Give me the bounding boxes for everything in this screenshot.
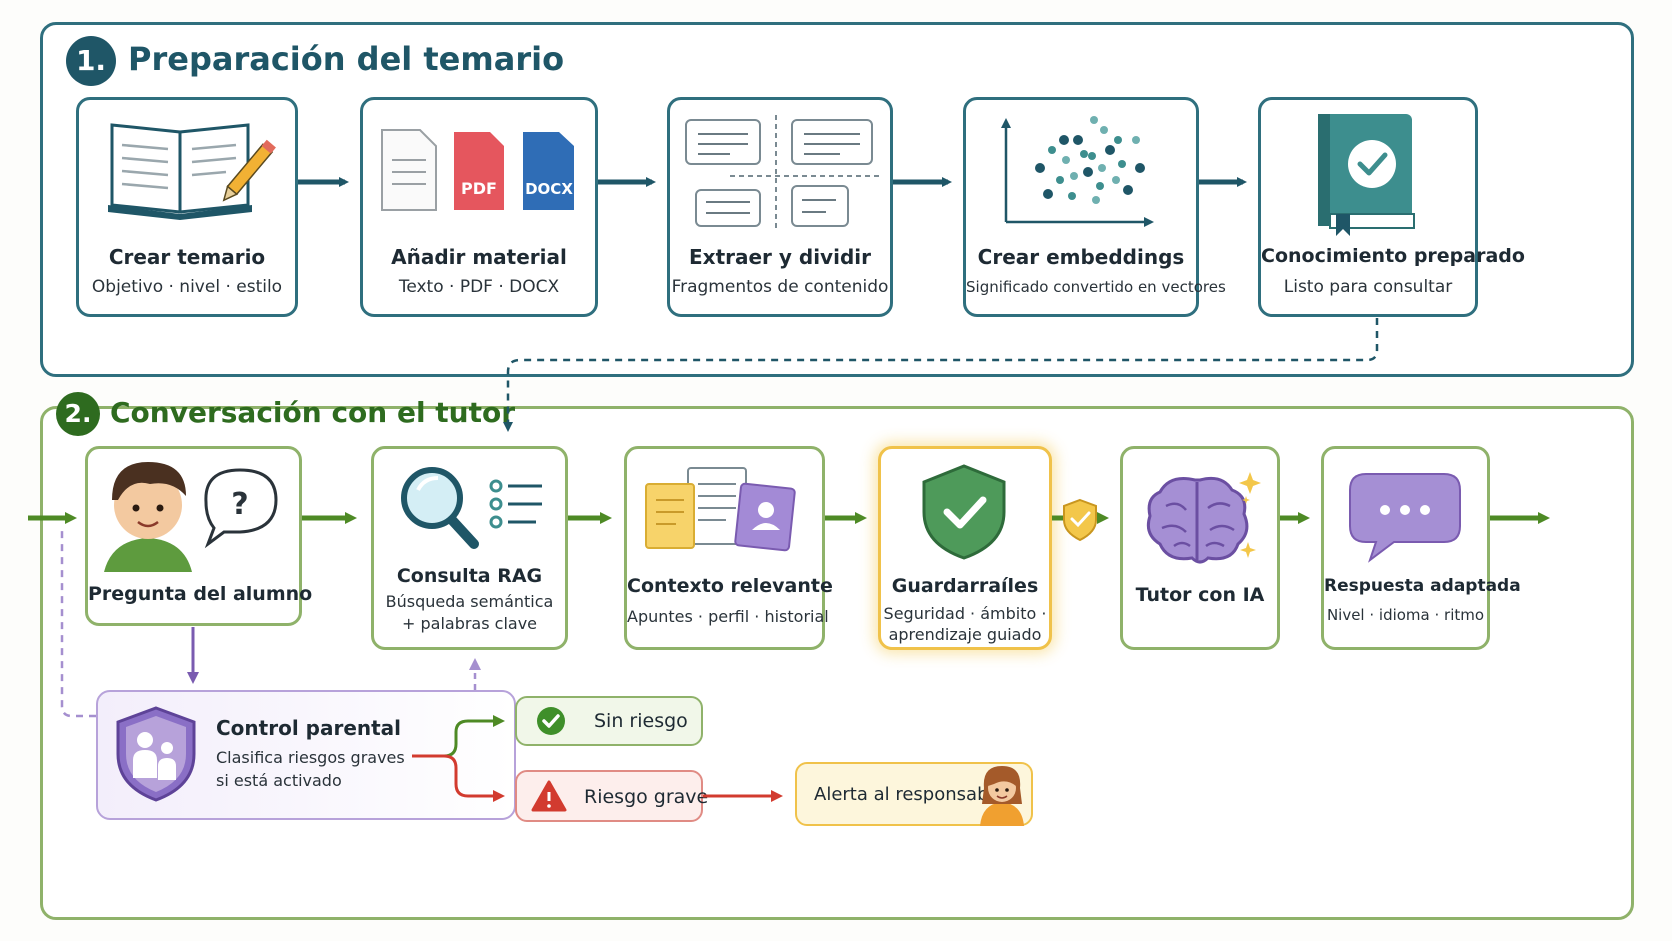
step-guardarrailes: Guardarraíles Seguridad · ámbito · apren…	[878, 446, 1052, 650]
scatter-dot	[1088, 152, 1096, 160]
step-title: Extraer y dividir	[689, 245, 871, 269]
scatter-dot	[1056, 176, 1064, 184]
docx-badge-text: DOCX	[525, 180, 573, 198]
mini-shield-icon	[1063, 498, 1097, 542]
step-title: Contexto relevante	[627, 575, 833, 597]
responsible-person-icon	[980, 766, 1024, 826]
shield-check-icon	[922, 464, 1006, 560]
scatter-dot	[1098, 164, 1106, 172]
outcome-label: Riesgo grave	[584, 786, 709, 808]
scatter-dot	[1118, 160, 1126, 168]
dashed-parental-loop	[60, 526, 96, 718]
scatter-dot	[1035, 163, 1045, 173]
section2-number-badge: 2.	[56, 392, 100, 436]
warning-triangle-icon	[531, 780, 567, 812]
scatter-dot	[1062, 156, 1070, 164]
scatter-dot	[1070, 172, 1078, 180]
magnifier-list-icon	[401, 467, 542, 549]
context-documents-icon	[645, 467, 796, 552]
scatter-dot	[1059, 135, 1069, 145]
scatter-dot	[1090, 116, 1098, 124]
open-book-pencil-icon	[108, 123, 276, 220]
text-fragments-icon	[685, 115, 880, 232]
check-circle-icon	[537, 707, 565, 735]
scatter-dot	[1043, 189, 1053, 199]
step-title: Tutor con IA	[1135, 584, 1265, 606]
section2-title: Conversación con el tutor	[110, 396, 516, 429]
step-subtitle: Fragmentos de contenido	[671, 277, 889, 297]
step-crear-embeddings: Crear embeddings Significado convertido …	[963, 97, 1226, 317]
scatter-dot	[1073, 135, 1083, 145]
scatter-dot	[1105, 145, 1115, 155]
step-title: Guardarraíles	[891, 575, 1039, 597]
outcome-label: Sin riesgo	[594, 710, 688, 732]
section1-title: Preparación del temario	[128, 40, 565, 78]
step-subtitle: Apuntes · perfil · historial	[627, 607, 829, 626]
vector-scatter-icon	[1001, 116, 1154, 227]
step-subtitle: Listo para consultar	[1283, 277, 1453, 297]
branch-to-sin-riesgo	[412, 715, 505, 758]
scatter-dot	[1132, 136, 1140, 144]
chat-bubble-icon	[1349, 473, 1461, 563]
scatter-dot	[1092, 196, 1100, 204]
step-title: Respuesta adaptada	[1324, 576, 1521, 596]
book-check-icon	[1318, 114, 1415, 236]
svg-text:?: ?	[231, 487, 248, 522]
step-subtitle: Texto · PDF · DOCX	[398, 277, 560, 297]
scatter-dot	[1083, 167, 1093, 177]
scatter-dot	[1135, 163, 1145, 173]
scatter-dots	[1035, 116, 1145, 204]
scatter-dot	[1112, 176, 1120, 184]
documents-icon: PDF DOCX	[381, 129, 574, 211]
section1-number-badge: 1.	[66, 36, 116, 86]
scatter-dot	[1114, 136, 1122, 144]
step-subtitle: Seguridad · ámbito · aprendizaje guiado	[883, 604, 1047, 644]
step-title: Crear temario	[108, 245, 266, 269]
step-subtitle: Nivel · idioma · ritmo	[1326, 606, 1485, 624]
scatter-dot	[1068, 192, 1076, 200]
step-title: Pregunta del alumno	[88, 583, 313, 605]
step-title: Conocimiento preparado	[1261, 245, 1525, 267]
step-subtitle: Significado convertido en vectores	[966, 278, 1226, 296]
scatter-dot	[1048, 146, 1056, 154]
step-title: Añadir material	[391, 245, 567, 269]
scatter-dot	[1096, 182, 1104, 190]
student-question-icon: ?	[104, 462, 278, 572]
alert-label: Alerta al responsable	[814, 784, 1005, 805]
family-shield-icon	[116, 706, 196, 802]
brain-sparkle-icon	[1146, 472, 1261, 564]
parental-title: Control parental	[216, 716, 402, 740]
step-title: Consulta RAG	[396, 565, 543, 587]
outcome-riesgo-grave: Riesgo grave	[515, 770, 708, 822]
dashed-connector-knowledge-to-rag	[503, 318, 1379, 432]
scatter-dot	[1123, 185, 1133, 195]
step-subtitle: Objetivo · nivel · estilo	[91, 277, 283, 297]
step-subtitle: Búsqueda semántica + palabras clave	[385, 592, 554, 633]
parental-subtitle: Clasifica riesgos graves si está activad…	[216, 748, 405, 790]
pdf-badge-text: PDF	[461, 179, 497, 198]
step-title: Crear embeddings	[977, 245, 1185, 269]
branch-to-riesgo-grave	[412, 754, 505, 802]
scatter-dot	[1100, 126, 1108, 134]
scatter-dot	[1080, 150, 1088, 158]
step-consulta-rag: Consulta RAG Búsqueda semántica + palabr…	[371, 446, 568, 650]
